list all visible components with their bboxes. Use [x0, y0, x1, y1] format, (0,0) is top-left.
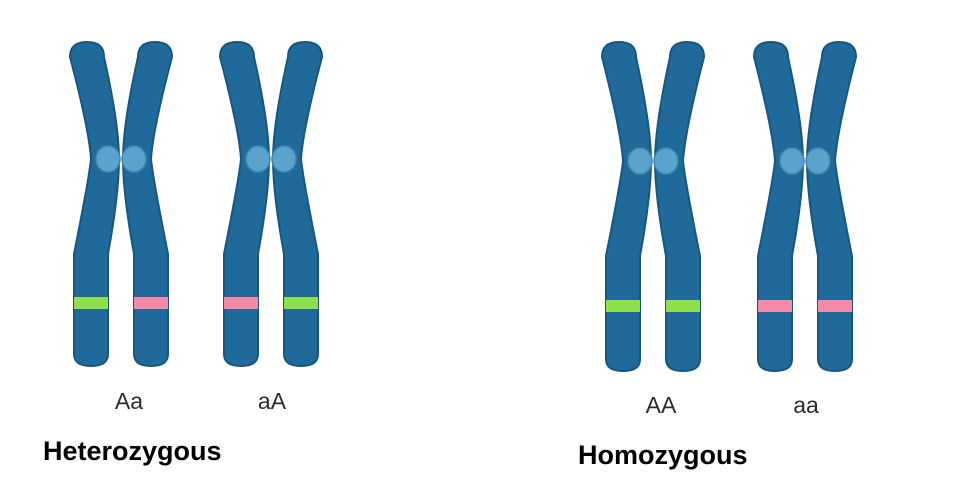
- allele-band-recessive: [134, 297, 168, 309]
- genotype-label-aa-het-2: aA: [257, 388, 287, 414]
- centromere-left: [95, 145, 121, 173]
- allele-band-dominant: [606, 300, 640, 312]
- chromosome-aa-1: [218, 40, 324, 368]
- left-chromatid: [218, 40, 271, 368]
- right-chromatid: [271, 40, 324, 368]
- centromere-left: [779, 147, 805, 175]
- centromere-left: [627, 147, 653, 175]
- centromere-right: [805, 147, 831, 175]
- right-chromatid: [805, 40, 858, 373]
- right-chromatid: [653, 40, 706, 373]
- genotype-label-aa-het-1: Aa: [114, 388, 144, 414]
- allele-band-dominant: [74, 297, 108, 309]
- right-chromatid: [121, 40, 174, 368]
- genotype-label-aa-hom-recessive: aa: [793, 392, 819, 418]
- allele-band-dominant: [666, 300, 700, 312]
- allele-band-recessive: [224, 297, 258, 309]
- left-chromatid: [600, 40, 653, 373]
- chromosomes-layer: [68, 40, 858, 373]
- chromosome-aa-2: [600, 40, 706, 373]
- chromosome-aa-0: [68, 40, 174, 368]
- left-chromatid: [752, 40, 805, 373]
- heading-heterozygous: Heterozygous: [43, 436, 222, 466]
- allele-band-dominant: [284, 297, 318, 309]
- heading-homozygous: Homozygous: [578, 440, 748, 470]
- centromere-right: [653, 147, 679, 175]
- centromere-right: [271, 145, 297, 173]
- centromere-right: [121, 145, 147, 173]
- chromosome-aa-3: [752, 40, 858, 373]
- allele-band-recessive: [758, 300, 792, 312]
- genotype-label-aa-hom-dominant: AA: [645, 392, 677, 418]
- allele-band-recessive: [818, 300, 852, 312]
- left-chromatid: [68, 40, 121, 368]
- centromere-left: [245, 145, 271, 173]
